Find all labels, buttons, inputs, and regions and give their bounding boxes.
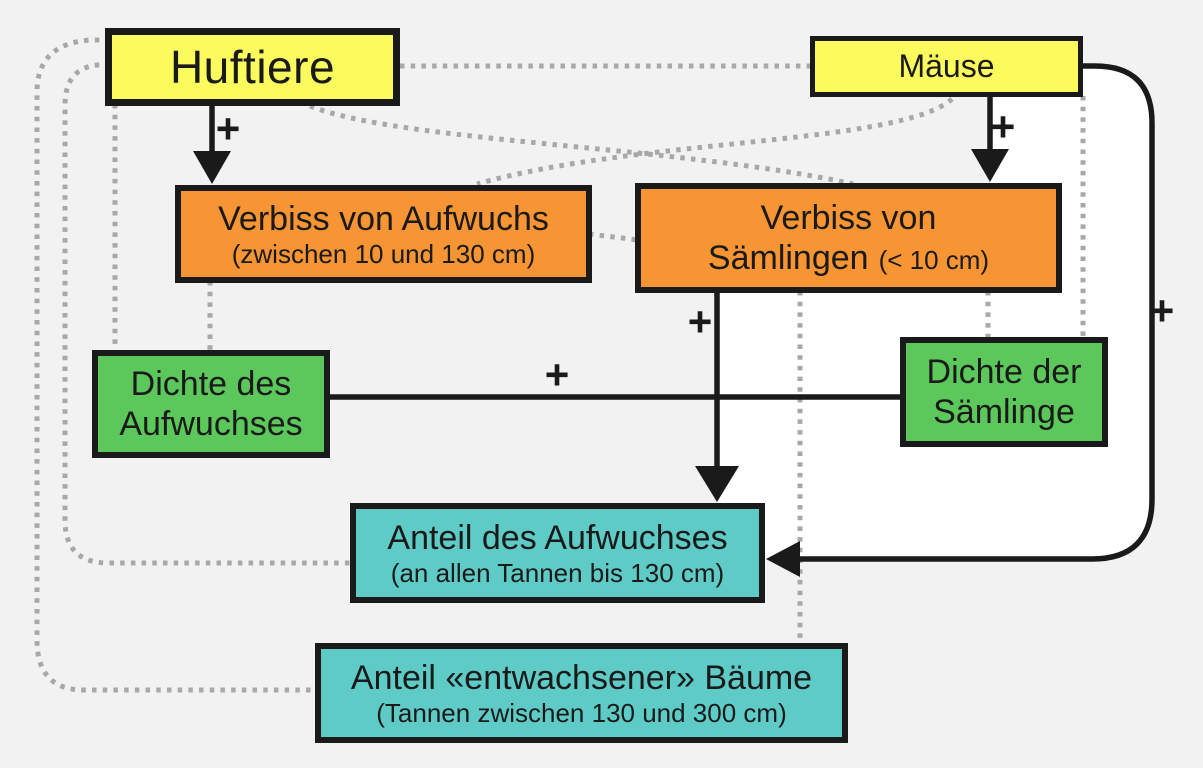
node-dichte-aufwuchs-label1: Dichte des: [130, 364, 292, 403]
edge-sign-huftiere-verbiss-aufwuchs: +: [215, 105, 241, 152]
node-verbiss-saemlinge-label2: Sämlingen: [707, 239, 869, 277]
edge-maeuse-anteil-aufwuchs: [797, 63, 1155, 562]
edge-sign-maeuse-verbiss-saemlinge: +: [990, 103, 1016, 150]
node-dichte-saemlinge-label2: Sämlinge: [933, 393, 1075, 431]
edge-huftiere-verbiss-saemlinge-dotted: [309, 103, 854, 187]
node-anteil-baeume-label: Anteil «entwachsener» Bäume: [350, 658, 813, 697]
edge-sign-dichte-saemlinge-dichte-aufwuchs: +: [544, 351, 570, 398]
node-maeuse-label: Mäuse: [898, 47, 995, 84]
node-verbiss-saemlinge-label1: Verbiss von: [760, 198, 937, 237]
node-anteil-aufwuchs: Anteil des Aufwuchses (an allen Tannen b…: [350, 503, 765, 603]
node-dichte-saemlinge: Dichte der Sämlinge: [900, 337, 1108, 447]
arrowhead-maeuse-anteil-aufwuchs: [766, 541, 800, 577]
edge-verbiss-aufwuchs-verbiss-saemlinge-dotted: [588, 231, 639, 243]
edge-sign-verbiss-saemlinge-anteil-aufwuchs: +: [687, 298, 713, 345]
node-verbiss-aufwuchs-note: (zwischen 10 und 130 cm): [231, 238, 536, 269]
node-anteil-baeume-note: (Tannen zwischen 130 und 300 cm): [376, 697, 787, 728]
node-anteil-baeume: Anteil «entwachsener» Bäume (Tannen zwis…: [315, 643, 848, 743]
node-verbiss-aufwuchs-label: Verbiss von Aufwuchs: [218, 199, 549, 238]
node-verbiss-saemlinge-note: (< 10 cm): [878, 245, 990, 275]
edge-maeuse-verbiss-aufwuchs-dotted: [476, 97, 954, 187]
node-huftiere: Huftiere: [105, 28, 400, 106]
node-huftiere-label: Huftiere: [169, 40, 336, 93]
edge-huftiere-anteil-baeume-dotted: [34, 37, 317, 693]
edge-huftiere-anteil-aufwuchs-dotted: [62, 62, 352, 566]
node-dichte-aufwuchs: Dichte des Aufwuchses: [92, 350, 330, 458]
arrowhead-verbiss-aufwuchs: [193, 151, 231, 184]
node-dichte-saemlinge-label1: Dichte der: [926, 352, 1082, 391]
node-verbiss-saemlinge: Verbiss von Sämlingen (< 10 cm): [635, 183, 1062, 293]
node-dichte-aufwuchs-label2: Aufwuchses: [119, 405, 303, 443]
node-verbiss-aufwuchs: Verbiss von Aufwuchs (zwischen 10 und 13…: [175, 185, 592, 283]
arrowhead-verbiss-saemlinge: [971, 149, 1009, 182]
node-maeuse: Mäuse: [810, 36, 1083, 97]
node-anteil-aufwuchs-label: Anteil des Aufwuchses: [387, 518, 728, 557]
node-verbiss-saemlinge-line2: Sämlingen (< 10 cm): [708, 238, 989, 278]
arrowhead-anteil-aufwuchs: [695, 466, 739, 502]
edge-sign-maeuse-anteil-aufwuchs: +: [1149, 287, 1175, 334]
node-anteil-aufwuchs-note: (an allen Tannen bis 130 cm): [390, 557, 725, 588]
